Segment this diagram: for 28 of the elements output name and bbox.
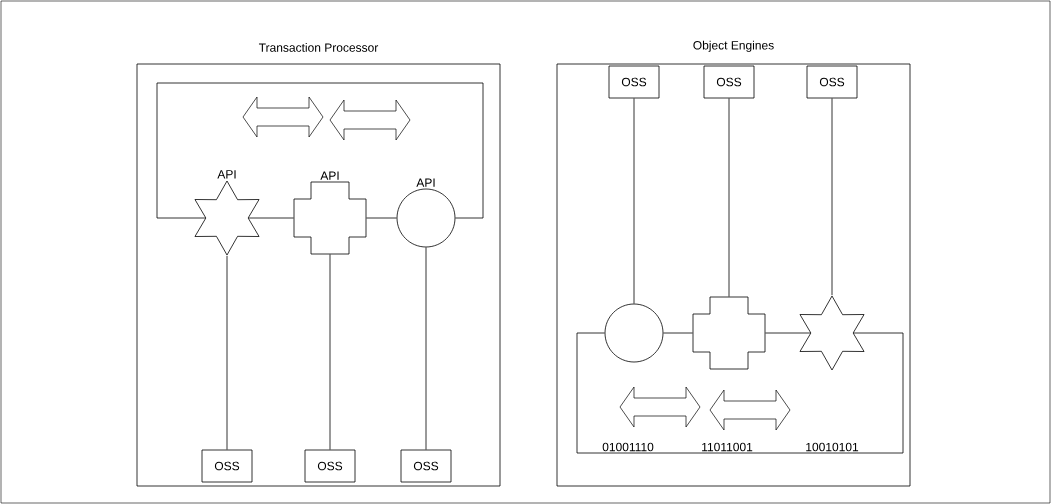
oss-box: OSS bbox=[806, 65, 858, 99]
api-label: API bbox=[217, 170, 236, 179]
connector-line bbox=[663, 332, 693, 334]
api-label: API bbox=[416, 178, 435, 187]
circle-shape bbox=[604, 303, 664, 363]
oss-box: OSS bbox=[608, 65, 660, 99]
oss-box: OSS bbox=[703, 65, 755, 99]
connector-line bbox=[425, 247, 427, 450]
circle-shape bbox=[396, 188, 456, 248]
binary-label: 10010101 bbox=[806, 442, 859, 452]
oss-box: OSS bbox=[400, 449, 452, 483]
cross-shape bbox=[293, 181, 367, 255]
connector-line bbox=[831, 98, 833, 296]
connector-line bbox=[366, 217, 397, 219]
node-label: Object Engines bbox=[693, 40, 774, 52]
oss-box: OSS bbox=[201, 449, 253, 483]
connector-line bbox=[633, 98, 635, 304]
connector-line bbox=[329, 254, 331, 450]
binary-label: 11011001 bbox=[702, 442, 753, 452]
binary-label: 01001110 bbox=[602, 442, 654, 452]
node-label: Transaction Processor bbox=[258, 43, 379, 52]
connector-line bbox=[226, 255, 228, 450]
api-label: API bbox=[320, 171, 339, 180]
star-shape bbox=[799, 295, 865, 371]
cross-shape bbox=[692, 296, 766, 370]
star-shape bbox=[194, 180, 260, 256]
connector-line bbox=[728, 98, 730, 297]
oss-box: OSS bbox=[304, 449, 356, 483]
